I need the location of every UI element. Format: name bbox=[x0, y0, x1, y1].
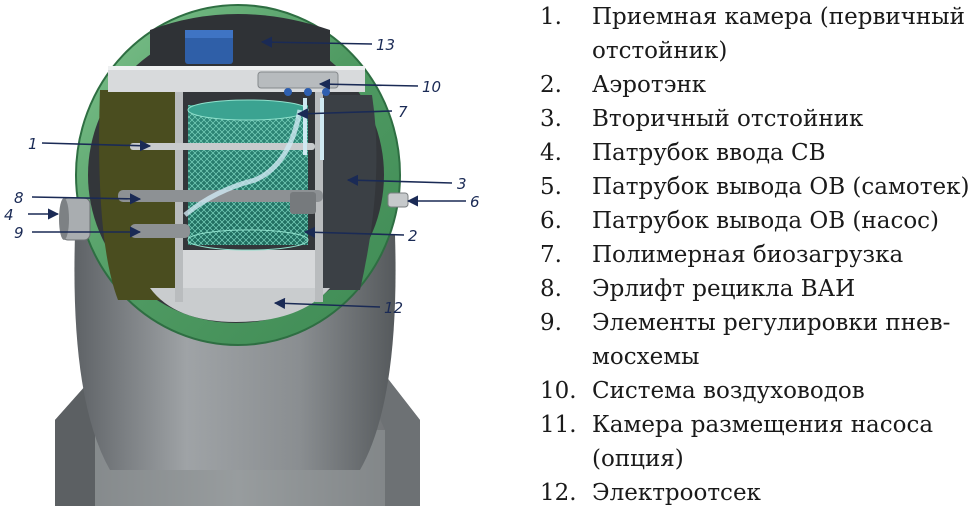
callout-2: 2 bbox=[408, 227, 418, 245]
callout-13: 13 bbox=[376, 36, 395, 54]
legend-item: 6.Патрубок вывода ОВ (насос) bbox=[540, 208, 940, 234]
callout-9: 9 bbox=[14, 224, 24, 242]
callout-1: 1 bbox=[28, 135, 38, 153]
callout-arrows bbox=[28, 36, 466, 309]
legend-item: 12.Электроотсек bbox=[540, 480, 761, 506]
callout-10: 10 bbox=[422, 78, 441, 96]
callout-8: 8 bbox=[14, 189, 24, 207]
legend-item: 2.Аэротэнк bbox=[540, 72, 707, 98]
callout-3: 3 bbox=[457, 175, 467, 193]
inlet-pipe bbox=[59, 197, 91, 241]
legend-item: 1.Приемная камера (первичный отстойник) bbox=[540, 4, 965, 64]
legend-item: 11.Камера размещения насоса (опция) bbox=[540, 412, 934, 472]
legend-item: 4.Патрубок ввода СВ bbox=[540, 140, 826, 166]
aerotank-biomedia bbox=[187, 99, 309, 251]
legend-item: 9.Элементы регулировки пнев-мосхемы bbox=[540, 310, 951, 370]
legend-item: 10.Система воздуховодов bbox=[540, 378, 865, 404]
air-duct-system bbox=[257, 71, 339, 96]
callout-6: 6 bbox=[470, 193, 480, 211]
airlift-pipes bbox=[118, 98, 324, 238]
callout-4: 4 bbox=[4, 206, 14, 224]
callout-7: 7 bbox=[398, 103, 408, 121]
callout-12: 12 bbox=[384, 299, 403, 317]
legend-item: 8.Эрлифт рецикла ВАИ bbox=[540, 276, 856, 302]
septic-tank-illustration: 1 2 3 4 6 7 8 9 10 12 13 bbox=[4, 4, 480, 506]
outlet-pipe bbox=[387, 192, 409, 208]
legend-item: 7.Полимерная биозагрузка bbox=[540, 242, 904, 268]
component-legend: 1.Приемная камера (первичный отстойник) … bbox=[540, 0, 970, 510]
legend-item: 3.Вторичный отстойник bbox=[540, 106, 864, 132]
legend-item: 5.Патрубок вывода ОВ (самотек) bbox=[540, 174, 970, 200]
